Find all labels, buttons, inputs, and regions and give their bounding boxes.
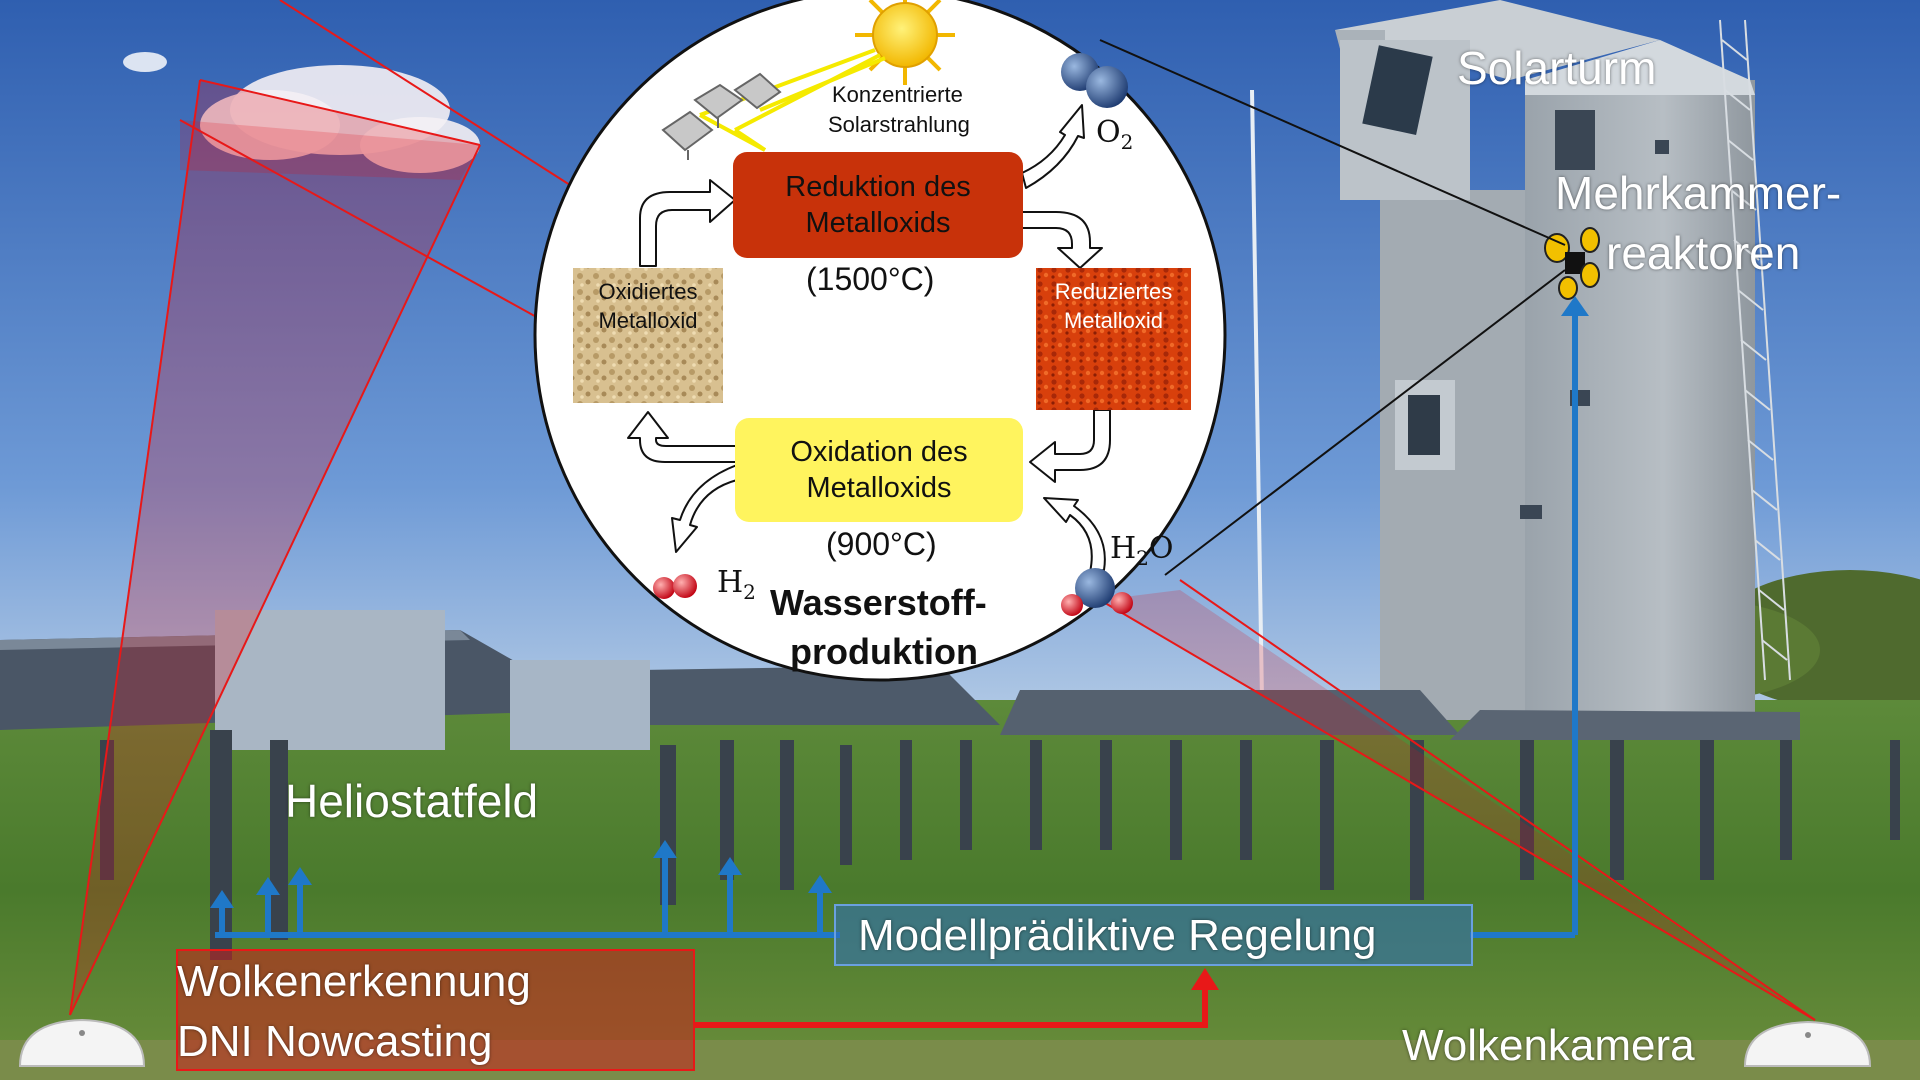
solar-tower	[1335, 0, 1791, 720]
oxidized-line2: Metalloxid	[598, 307, 698, 333]
reduced-line1: Reduziertes	[1054, 279, 1173, 304]
title-line1: Wasserstoff-	[770, 582, 987, 623]
mirror-icons	[661, 72, 782, 160]
h2o-sub: 2	[1136, 546, 1149, 570]
cycle-arrows	[627, 104, 1111, 573]
reactor-label-line1: Mehrkammer-	[1555, 167, 1842, 219]
o2-sub: 2	[1120, 130, 1134, 154]
h2-molecule-icon	[653, 574, 697, 599]
oxidation-line1: Oxidation des	[790, 435, 968, 468]
reduction-temp: (1500°C)	[806, 261, 935, 297]
camera-label: Wolkenkamera	[1402, 1021, 1695, 1070]
sun-label-line1: Konzentrierte	[832, 82, 963, 107]
h2o-molecule-icon	[1061, 568, 1133, 616]
tower-label: Solarturm	[1457, 42, 1657, 94]
h2-base: H	[717, 565, 744, 600]
cloud-detection-box	[176, 949, 695, 1071]
h2o-tail: O	[1148, 531, 1174, 566]
control-arrows	[215, 310, 1578, 938]
o2-base: O	[1096, 115, 1121, 150]
o2-formula: O2	[1096, 115, 1134, 154]
h2-sub: 2	[743, 580, 756, 604]
h2o-base: H	[1110, 531, 1137, 566]
title-line2: produktion	[790, 631, 978, 672]
oxidation-temp: (900°C)	[826, 526, 937, 562]
reduction-line1: Reduktion des	[785, 170, 971, 203]
reduced-line2: Metalloxid	[1063, 307, 1164, 333]
oxidation-line2: Metalloxids	[806, 472, 952, 504]
sun-label-line2: Solarstrahlung	[828, 112, 970, 137]
cloud-box-line2: DNI Nowcasting	[177, 1017, 493, 1066]
h2-formula: H2	[717, 565, 756, 604]
cloud-box-line1: Wolkenerkennung	[177, 957, 531, 1006]
oxidized-sample-image	[573, 268, 723, 403]
reduction-line2: Metalloxids	[805, 207, 951, 239]
o2-molecule-icon	[1061, 53, 1128, 108]
control-box	[834, 904, 1473, 966]
control-arrowheads	[210, 296, 1589, 908]
h2o-formula: H2O	[1110, 531, 1174, 570]
field-label: Heliostatfeld	[285, 775, 539, 827]
cloud-camera-right	[1743, 1020, 1872, 1067]
cloud-camera-left	[18, 1018, 146, 1067]
oxidized-line1: Oxidiertes	[598, 279, 698, 304]
cloud-camera-cones	[69, 0, 1816, 1021]
cloud-data-arrow	[695, 968, 1219, 1028]
reactor-label-line2: reaktoren	[1606, 227, 1801, 279]
sun-icon	[699, 0, 955, 152]
reduced-sample-image	[1036, 268, 1191, 410]
control-box-label: Modellprädiktive Regelung	[858, 911, 1377, 960]
